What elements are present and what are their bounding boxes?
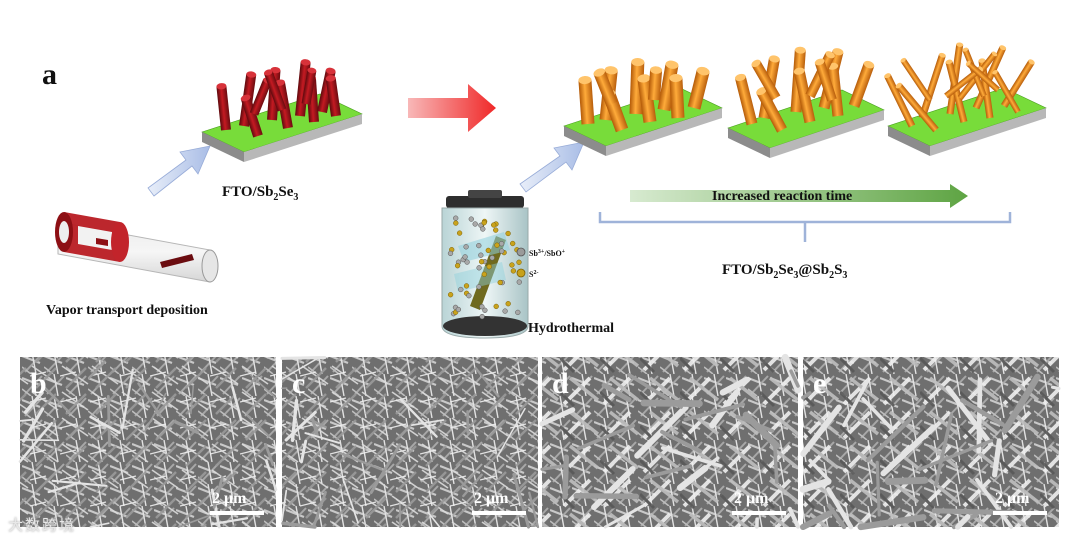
s-ion-dot	[457, 231, 462, 236]
nanorod	[648, 66, 662, 101]
bracket-divider	[600, 212, 1010, 242]
sb-ion-dot	[476, 243, 481, 248]
sem-panel-label-d: d	[552, 367, 569, 400]
sb-ion-dot	[499, 241, 504, 246]
nanorod	[734, 73, 757, 126]
sb-ion-dot	[448, 251, 453, 256]
sem-panel-b: b 2 μm	[20, 357, 276, 527]
s-ion-dot	[511, 269, 516, 274]
s-ion-dot	[510, 241, 515, 246]
panel-label-a: a	[42, 58, 57, 91]
sb-ion-dot	[456, 307, 461, 312]
s-ion-dot	[506, 231, 511, 236]
product-label: FTO/Sb2Se3@Sb2S3	[722, 262, 847, 281]
s-ion-dot	[487, 264, 492, 269]
sb-ion-dot	[453, 216, 458, 221]
sb-ion-dot	[503, 309, 508, 314]
sb-ion-dot	[464, 244, 469, 249]
blue-arrow-icon	[148, 146, 210, 196]
sb-ion-dot	[480, 227, 485, 232]
sb-ion-dot	[477, 284, 482, 289]
s-ion-dot	[479, 259, 484, 264]
s-ion-dot	[494, 304, 499, 309]
sem-panel-c: c 2 μm	[282, 357, 538, 527]
process-arrow-icon	[408, 84, 496, 132]
s-ion-dot	[482, 220, 487, 225]
s-ion-dot	[510, 263, 515, 268]
sb-ion-dot	[467, 293, 472, 298]
sem-image-row: b 2 μm c 2 μm d 2 μm e 2 μm	[20, 357, 1059, 527]
s-ion-dot	[491, 223, 496, 228]
s-ion-dot	[517, 260, 522, 265]
s-ion-dot	[486, 248, 491, 253]
s-ion-legend-label: S2-	[529, 270, 538, 279]
hydrothermal-label: Hydrothermal	[528, 321, 614, 336]
reaction-time-label: Increased reaction time	[712, 189, 852, 204]
s-ion-dot	[448, 292, 453, 297]
sb-ion-legend-icon	[517, 248, 525, 256]
sb-ion-dot	[515, 310, 520, 315]
scale-bar-label: 2 μm	[995, 490, 1030, 507]
scale-bar-label: 2 μm	[212, 490, 247, 507]
sem-panel-label-c: c	[292, 367, 305, 400]
nanorod	[216, 83, 231, 131]
scale-bar	[472, 511, 526, 515]
s-ion-dot	[455, 263, 460, 268]
nanorod	[669, 74, 684, 119]
s-ion-dot	[495, 243, 500, 248]
scale-bar	[210, 511, 264, 515]
scale-bar	[993, 511, 1047, 515]
sb-ion-dot	[478, 253, 483, 258]
s-ion-dot	[453, 221, 458, 226]
sb-ion-dot	[473, 222, 478, 227]
sem-panel-label-e: e	[813, 367, 826, 400]
sem-panel-label-b: b	[30, 367, 47, 400]
s-ion-legend-icon	[517, 269, 525, 277]
s-ion-dot	[498, 280, 503, 285]
s-ion-dot	[493, 228, 498, 233]
vtd-label: Vapor transport deposition	[46, 303, 208, 318]
s-ion-dot	[482, 272, 487, 277]
watermark-text: 大数跨境	[8, 514, 76, 535]
sem-panel-e: e 2 μm	[803, 357, 1059, 527]
sem-panel-d: d 2 μm	[542, 357, 798, 527]
scale-bar	[732, 511, 786, 515]
sb-ion-dot	[490, 255, 495, 260]
scale-bar-label: 2 μm	[474, 490, 509, 507]
vtd-furnace-illustration	[55, 212, 218, 282]
sb-ion-dot	[483, 308, 488, 313]
sb-ion-dot	[480, 314, 485, 319]
sb-ion-dot	[458, 287, 463, 292]
sb-ion-dot	[477, 265, 482, 270]
sb-ion-legend-label: Sb3+/SbO+	[529, 249, 566, 258]
scale-bar-label: 2 μm	[734, 490, 769, 507]
nanorod	[578, 76, 594, 125]
fto-sb2se3-label: FTO/Sb2Se3	[222, 184, 298, 203]
sb-ion-dot	[517, 280, 522, 285]
s-ion-dot	[506, 301, 511, 306]
sb-ion-dot	[469, 217, 474, 222]
sb-ion-dot	[463, 255, 468, 260]
s-ion-dot	[464, 284, 469, 289]
sb-ion-dot	[499, 249, 504, 254]
blue-arrow-icon	[520, 142, 584, 192]
